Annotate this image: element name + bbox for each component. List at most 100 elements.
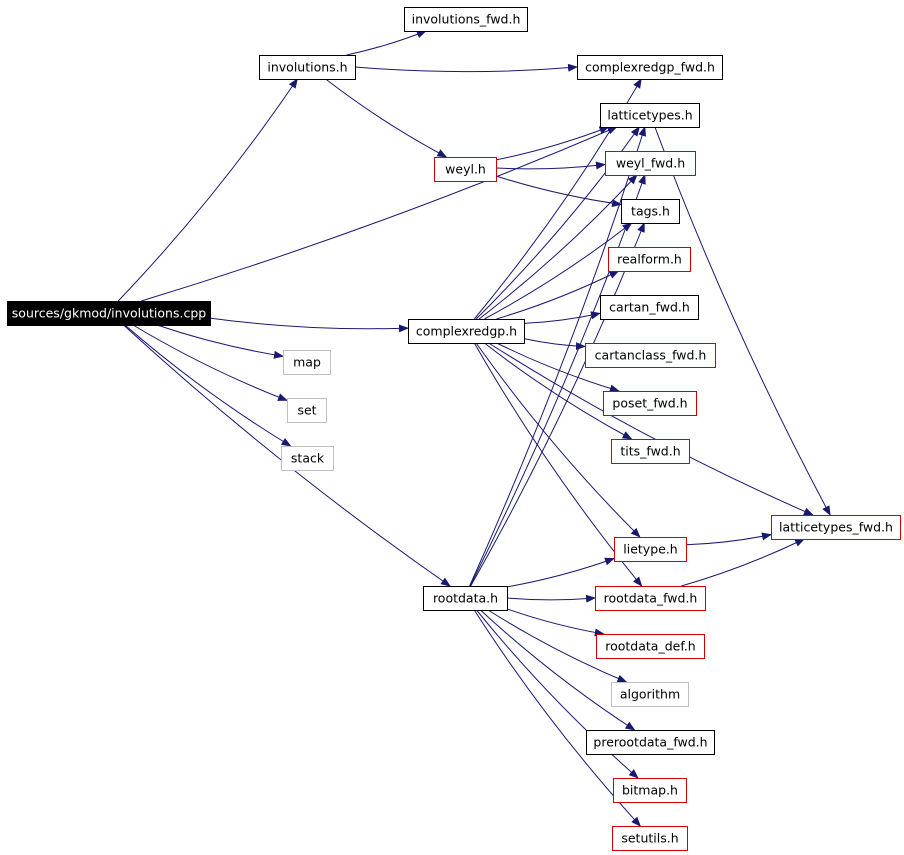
node-rootdata_fwd[interactable]: rootdata_fwd.h xyxy=(595,586,706,611)
edge-rootdata_fwd-to-latticetypes_fwd xyxy=(681,538,806,587)
node-label-rootdata_fwd: rootdata_fwd.h xyxy=(604,591,698,606)
node-box-map xyxy=(283,350,331,375)
edge-weyl-to-tags xyxy=(495,175,622,208)
node-lietype[interactable]: lietype.h xyxy=(614,537,687,562)
node-setutils[interactable]: setutils.h xyxy=(612,826,688,851)
node-cartanclass_fwd[interactable]: cartanclass_fwd.h xyxy=(585,343,716,368)
node-box-poset_fwd xyxy=(603,391,697,416)
node-rootdata[interactable]: rootdata.h xyxy=(423,586,508,611)
node-poset_fwd[interactable]: poset_fwd.h xyxy=(603,391,697,416)
node-weyl[interactable]: weyl.h xyxy=(434,157,497,182)
node-label-bitmap: bitmap.h xyxy=(622,783,678,798)
node-label-poset_fwd: poset_fwd.h xyxy=(612,396,687,411)
node-label-tits_fwd: tits_fwd.h xyxy=(620,444,680,459)
edge-rootdata-to-prerootdata_fwd xyxy=(480,609,636,731)
node-box-realform xyxy=(608,247,691,272)
edge-complexredgp-to-tits_fwd xyxy=(484,342,633,440)
edge-complexredgp-to-cartanclass_fwd xyxy=(523,338,586,351)
edge-weyl-to-weyl_fwd xyxy=(495,161,606,170)
node-box-lietype xyxy=(614,537,687,562)
node-set[interactable]: set xyxy=(287,398,327,423)
node-box-weyl xyxy=(434,157,497,182)
node-label-involutions: involutions.h xyxy=(267,60,347,75)
edge-root-to-set xyxy=(132,324,288,401)
nodes-layer: sources/gkmod/involutions.cpp involutions… xyxy=(7,7,901,851)
edge-complexredgp-to-weyl_fwd xyxy=(478,174,638,320)
node-box-cartan_fwd xyxy=(600,295,699,320)
node-box-prerootdata_fwd xyxy=(586,730,715,755)
edge-complexredgp-to-cartan_fwd xyxy=(523,311,601,324)
edge-rootdata-to-tags xyxy=(470,222,645,587)
edge-root-to-complexredgp xyxy=(209,317,409,333)
node-latticetypes_fwd[interactable]: latticetypes_fwd.h xyxy=(771,515,901,540)
node-box-weyl_fwd xyxy=(605,151,696,176)
node-weyl_fwd[interactable]: weyl_fwd.h xyxy=(605,151,696,176)
node-box-rootdata xyxy=(423,586,508,611)
node-label-root: sources/gkmod/involutions.cpp xyxy=(12,306,206,321)
node-label-latticetypes_fwd: latticetypes_fwd.h xyxy=(779,520,893,535)
node-box-involutions_fwd xyxy=(404,7,528,32)
node-box-set xyxy=(287,398,327,423)
edge-rootdata-to-rootdata_def xyxy=(506,608,605,637)
edge-involutions-to-complexredgp_fwd xyxy=(354,63,578,73)
node-label-cartan_fwd: cartan_fwd.h xyxy=(609,300,690,315)
node-box-rootdata_def xyxy=(596,634,705,659)
node-box-tags xyxy=(621,199,680,224)
edge-complexredgp-to-poset_fwd xyxy=(496,342,620,393)
edge-rootdata-to-lietype xyxy=(506,557,615,588)
node-complexredgp[interactable]: complexredgp.h xyxy=(408,319,525,344)
node-label-complexredgp_fwd: complexredgp_fwd.h xyxy=(585,60,715,75)
node-involutions[interactable]: involutions.h xyxy=(259,55,356,80)
node-label-algorithm: algorithm xyxy=(620,687,680,702)
node-label-complexredgp: complexredgp.h xyxy=(416,324,517,339)
node-bitmap[interactable]: bitmap.h xyxy=(613,778,687,803)
node-prerootdata_fwd[interactable]: prerootdata_fwd.h xyxy=(586,730,715,755)
edge-rootdata-to-weyl_fwd xyxy=(469,174,646,587)
node-label-lietype: lietype.h xyxy=(623,542,677,557)
node-box-root xyxy=(7,301,211,326)
edge-rootdata-to-bitmap xyxy=(476,609,639,779)
edge-root-to-involutions xyxy=(117,78,298,302)
node-map[interactable]: map xyxy=(283,350,331,375)
edge-lietype-to-latticetypes_fwd xyxy=(685,532,772,546)
node-box-involutions xyxy=(259,55,356,80)
edge-complexredgp-to-realform xyxy=(496,270,620,320)
node-rootdata_def[interactable]: rootdata_def.h xyxy=(596,634,705,659)
edge-complexredgp-to-latticetypes_fwd xyxy=(488,342,814,516)
node-label-cartanclass_fwd: cartanclass_fwd.h xyxy=(595,348,707,363)
node-tits_fwd[interactable]: tits_fwd.h xyxy=(611,439,690,464)
node-root[interactable]: sources/gkmod/involutions.cpp xyxy=(7,301,211,326)
node-box-complexredgp_fwd xyxy=(577,55,723,80)
node-box-bitmap xyxy=(613,778,687,803)
node-involutions_fwd[interactable]: involutions_fwd.h xyxy=(404,7,528,32)
node-latticetypes[interactable]: latticetypes.h xyxy=(600,103,700,128)
node-box-cartanclass_fwd xyxy=(585,343,716,368)
node-label-rootdata: rootdata.h xyxy=(433,591,498,606)
node-label-weyl_fwd: weyl_fwd.h xyxy=(616,156,685,171)
node-label-stack: stack xyxy=(291,451,325,466)
node-realform[interactable]: realform.h xyxy=(608,247,691,272)
node-label-prerootdata_fwd: prerootdata_fwd.h xyxy=(593,735,707,750)
node-label-rootdata_def: rootdata_def.h xyxy=(605,639,695,654)
node-complexredgp_fwd[interactable]: complexredgp_fwd.h xyxy=(577,55,723,80)
node-tags[interactable]: tags.h xyxy=(621,199,680,224)
node-algorithm[interactable]: algorithm xyxy=(611,682,689,707)
node-label-weyl: weyl.h xyxy=(445,162,486,177)
node-label-realform: realform.h xyxy=(617,252,682,267)
node-cartan_fwd[interactable]: cartan_fwd.h xyxy=(600,295,699,320)
edge-complexredgp-to-lietype xyxy=(475,342,641,538)
node-label-map: map xyxy=(293,355,321,370)
node-box-complexredgp xyxy=(408,319,525,344)
node-label-tags: tags.h xyxy=(631,204,670,219)
node-box-latticetypes xyxy=(600,103,700,128)
node-box-setutils xyxy=(612,826,688,851)
node-box-algorithm xyxy=(611,682,689,707)
node-label-involutions_fwd: involutions_fwd.h xyxy=(412,12,521,27)
edge-root-to-stack xyxy=(124,324,292,447)
edge-rootdata-to-rootdata_fwd xyxy=(506,594,596,603)
node-label-set: set xyxy=(297,403,316,418)
edge-rootdata-to-algorithm xyxy=(487,609,628,683)
node-stack[interactable]: stack xyxy=(281,446,334,471)
node-box-latticetypes_fwd xyxy=(771,515,901,540)
edges-layer xyxy=(117,30,831,827)
